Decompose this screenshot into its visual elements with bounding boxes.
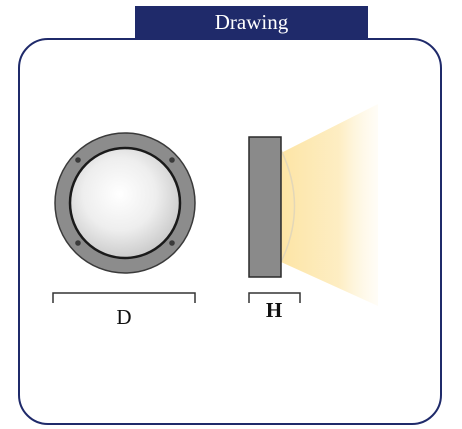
diameter-label: D bbox=[116, 305, 131, 329]
height-label: H bbox=[266, 298, 282, 322]
height-bracket bbox=[248, 292, 301, 303]
diameter-bracket bbox=[52, 292, 196, 303]
height-dimension: H bbox=[248, 292, 301, 322]
screw-bottom-left bbox=[75, 240, 81, 246]
side-view-body bbox=[248, 136, 282, 278]
side-lens-curve bbox=[280, 149, 296, 263]
screw-bottom-right bbox=[169, 240, 175, 246]
front-view-fixture bbox=[54, 132, 196, 274]
screw-top-right bbox=[169, 157, 175, 163]
lens bbox=[68, 146, 182, 260]
light-beam bbox=[281, 104, 378, 306]
diameter-dimension: D bbox=[52, 292, 196, 329]
screw-top-left bbox=[75, 157, 81, 163]
drawing-title: Drawing bbox=[135, 6, 368, 39]
